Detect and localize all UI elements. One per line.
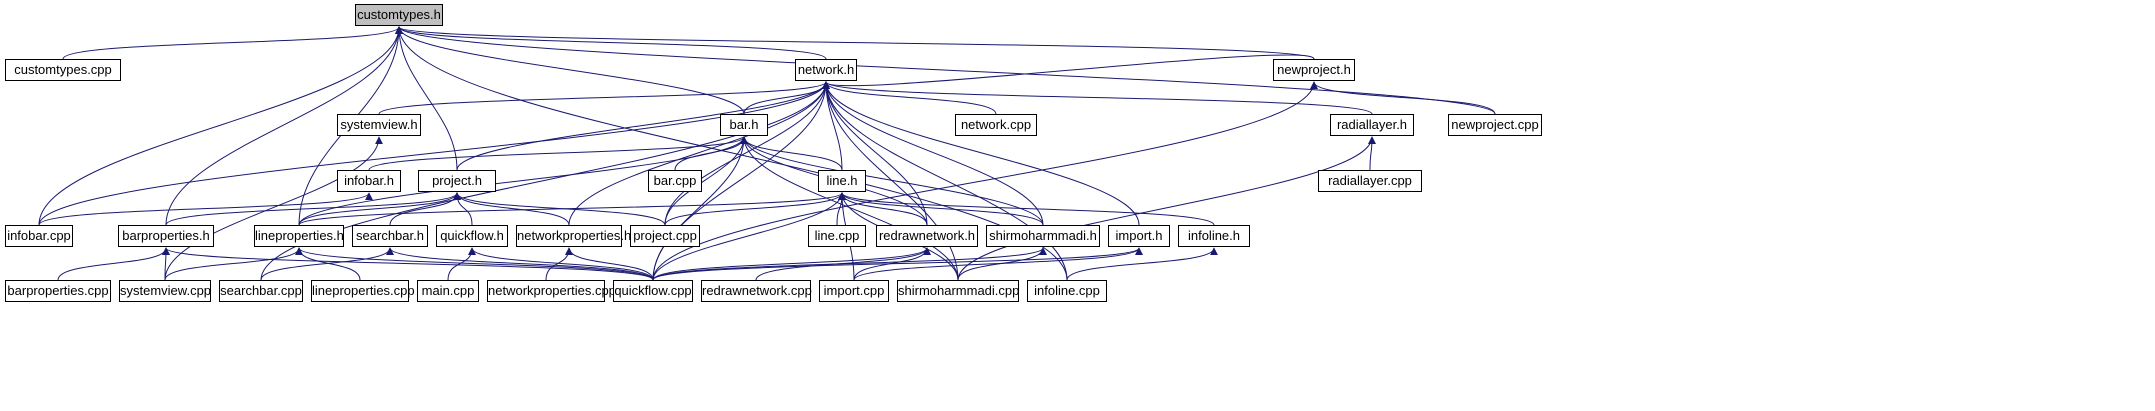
node-radiallayer-cpp[interactable]: radiallayer.cpp [1318,170,1422,192]
edge-systemview_cpp-to-lineproperties_h [164,247,303,281]
node-redrawnetwork-cpp[interactable]: redrawnetwork.cpp [701,280,812,302]
node-project-cpp[interactable]: project.cpp [630,225,700,247]
edge-infobar_cpp-to-infobar_h [38,192,373,226]
edge-customtypes_cpp-to-customtypes_h [62,26,403,60]
edge-systemview_h-to-network_h [378,81,830,115]
node-project-h[interactable]: project.h [418,170,496,192]
node-barproperties-h[interactable]: barproperties.h [118,225,214,247]
edge-redrawnetwork_h-to-network_h [822,81,928,226]
node-networkproperties-h[interactable]: networkproperties.h [516,225,631,247]
node-infobar-h[interactable]: infobar.h [337,170,401,192]
edge-quickflow_cpp-to-networkproperties_h [565,247,654,281]
edge-bar_h-to-customtypes_h [395,26,745,115]
edge-project_cpp-to-line_h [664,192,846,226]
edge-quickflow_cpp-to-newproject_h [652,81,1318,281]
edge-quickflow_cpp-to-shirmoharmmadi_h [652,247,1047,281]
edge-network_h-to-customtypes_h [395,26,827,60]
node-main-cpp[interactable]: main.cpp [417,280,479,302]
edge-lineproperties_h-to-line_h [298,192,846,226]
edge-infoline_cpp-to-infoline_h [1066,247,1218,281]
node-radiallayer-h[interactable]: radiallayer.h [1330,114,1414,136]
node-shirmoharmmadi-cpp[interactable]: shirmoharmmadi.cpp [897,280,1019,302]
edge-shirmoharmmadi_h-to-bar_h [740,136,1044,226]
edge-project_cpp-to-network_h [664,81,830,226]
edge-infobar_cpp-to-customtypes_h [38,26,403,226]
edge-lineproperties_h-to-project_h [298,192,461,226]
edge-infobar_h-to-bar_h [368,136,748,171]
edge-systemview_cpp-to-systemview_h [164,136,383,281]
edge-shirmoharmmadi_h-to-network_h [822,81,1044,226]
edge-shirmoharmmadi_cpp-to-radiallayer_h [957,136,1376,281]
node-barproperties-cpp[interactable]: barproperties.cpp [5,280,111,302]
edge-quickflow_cpp-to-import_h [652,247,1143,281]
edge-radiallayer_h-to-network_h [822,81,1373,115]
node-newproject-cpp[interactable]: newproject.cpp [1448,114,1542,136]
edge-main_cpp-to-quickflow_h [447,247,476,281]
edge-import_cpp-to-import_h [853,247,1143,281]
node-network-cpp[interactable]: network.cpp [955,114,1037,136]
edge-networkproperties_h-to-network_h [568,81,830,226]
edge-quickflow_cpp-to-quickflow_h [468,247,654,281]
edge-infobar_cpp-to-network_h [38,81,830,226]
edge-networkproperties_h-to-project_h [453,192,570,226]
node-lineproperties-cpp[interactable]: lineproperties.cpp [311,280,415,302]
edge-barproperties_cpp-to-barproperties_h [57,247,170,281]
edge-shirmoharmmadi_cpp-to-bar_h [740,136,959,281]
edge-quickflow_cpp-to-bar_h [652,136,748,281]
node-line-cpp[interactable]: line.cpp [808,225,866,247]
node-systemview-cpp[interactable]: systemview.cpp [119,280,211,302]
node-systemview-h[interactable]: systemview.h [337,114,421,136]
edge-infoline_h-to-line_h [838,192,1215,226]
node-line-h[interactable]: line.h [818,170,866,192]
edge-network_cpp-to-network_h [822,81,997,115]
node-networkproperties-cpp[interactable]: networkproperties.cpp [487,280,616,302]
node-infoline-cpp[interactable]: infoline.cpp [1027,280,1107,302]
node-bar-cpp[interactable]: bar.cpp [648,170,702,192]
node-quickflow-cpp[interactable]: quickflow.cpp [613,280,693,302]
edge-barproperties_h-to-project_h [165,192,461,226]
edge-newproject_h-to-network_h [822,54,1315,90]
node-customtypes-h[interactable]: customtypes.h [355,4,443,26]
edge-quickflow_cpp-to-searchbar_h [386,247,654,281]
edge-import_h-to-network_h [822,81,1140,226]
edge-lineproperties_h-to-bar_h [298,136,748,226]
node-lineproperties-h[interactable]: lineproperties.h [254,225,344,247]
edge-searchbar_h-to-project_h [389,192,461,226]
node-network-h[interactable]: network.h [795,59,857,81]
node-import-cpp[interactable]: import.cpp [819,280,889,302]
edge-newproject_h-to-customtypes_h [395,26,1315,60]
edge-barproperties_h-to-customtypes_h [165,26,403,226]
node-infobar-cpp[interactable]: infobar.cpp [5,225,73,247]
node-shirmoharmmadi-h[interactable]: shirmoharmmadi.h [986,225,1100,247]
edge-searchbar_cpp-to-network_h [260,81,830,281]
node-bar-h[interactable]: bar.h [720,114,768,136]
edge-project_cpp-to-bar_h [664,136,748,226]
node-import-h[interactable]: import.h [1108,225,1170,247]
edge-quickflow_cpp-to-redrawnetwork_h [652,247,931,281]
edge-searchbar_cpp-to-searchbar_h [260,247,394,281]
edge-shirmoharmmadi_h-to-line_h [838,192,1044,226]
node-quickflow-h[interactable]: quickflow.h [436,225,508,247]
edge-quickflow_cpp-to-barproperties_h [162,247,654,281]
edge-project_h-to-customtypes_h [395,26,458,171]
node-newproject-h[interactable]: newproject.h [1273,59,1355,81]
node-searchbar-h[interactable]: searchbar.h [352,225,428,247]
node-infoline-h[interactable]: infoline.h [1178,225,1250,247]
node-redrawnetwork-h[interactable]: redrawnetwork.h [876,225,978,247]
edge-shirmoharmmadi_cpp-to-shirmoharmmadi_h [957,247,1047,281]
node-customtypes-cpp[interactable]: customtypes.cpp [5,59,121,81]
edge-infoline_cpp-to-network_h [822,81,1068,281]
edge-project_h-to-network_h [456,81,830,171]
edge-quickflow_cpp-to-line_h [652,192,846,281]
node-searchbar-cpp[interactable]: searchbar.cpp [219,280,303,302]
edge-newproject_cpp-to-newproject_h [1310,81,1496,115]
edge-quickflow_cpp-to-lineproperties_h [295,247,654,281]
